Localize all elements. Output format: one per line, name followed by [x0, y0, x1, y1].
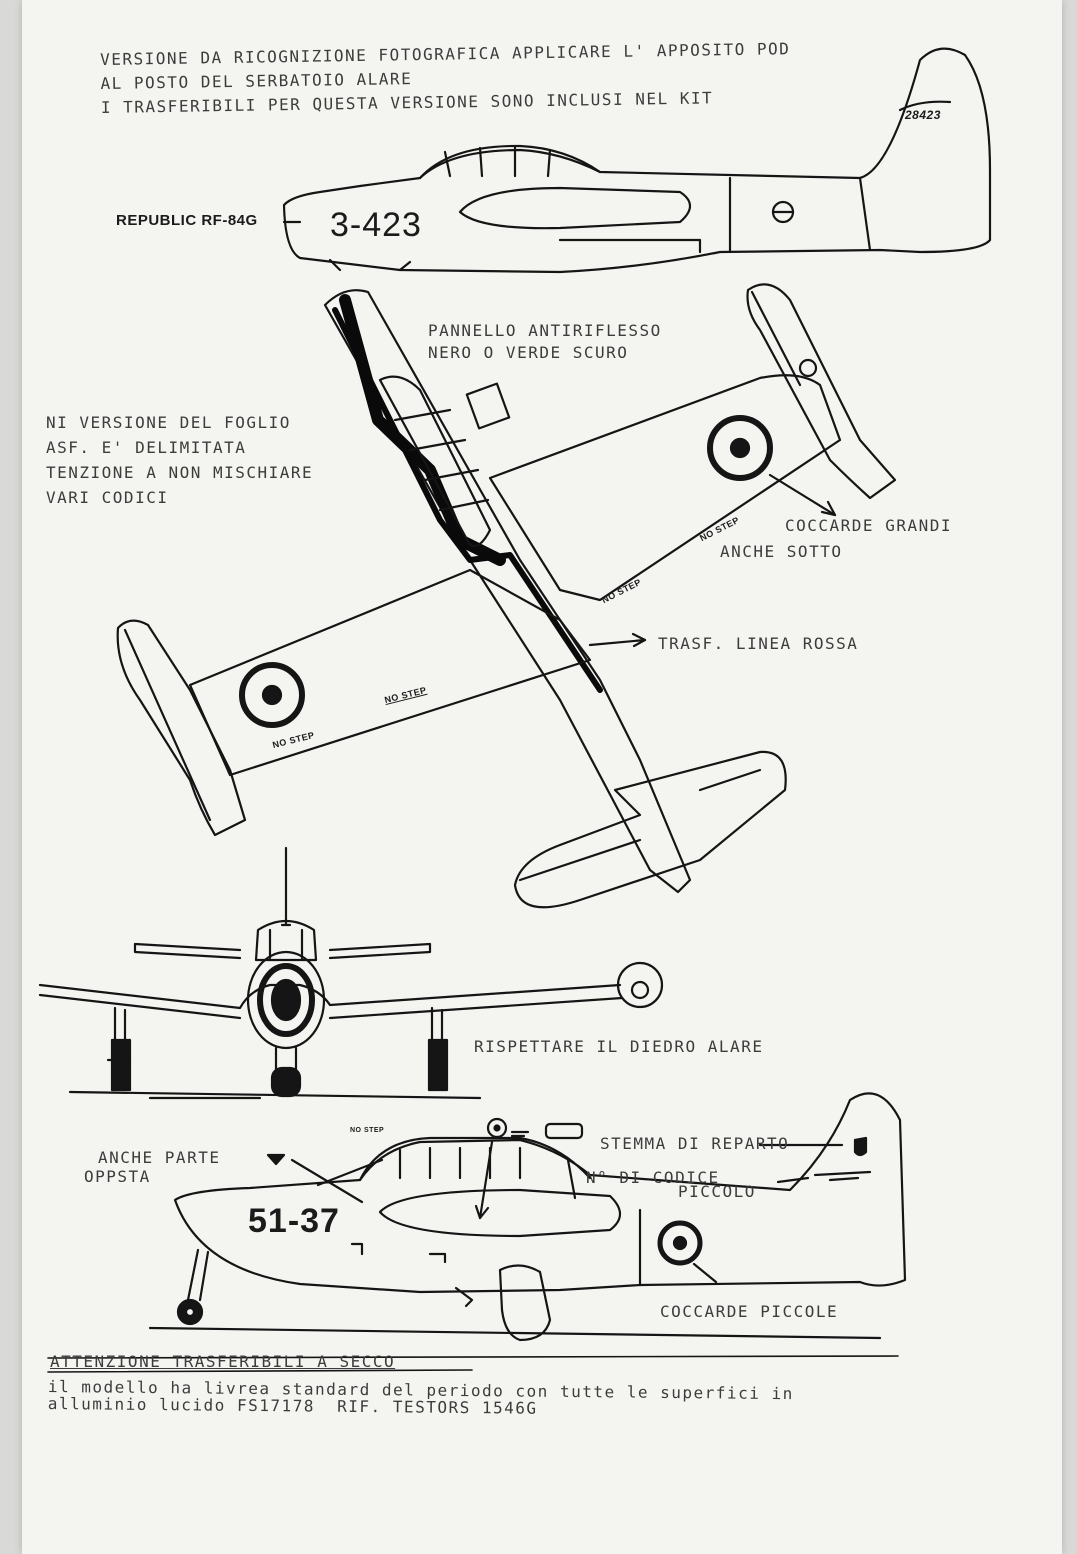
side-view-f84g [148, 1092, 907, 1342]
intro-line-2: AL POSTO DEL SERBATOIO ALARE [100, 69, 413, 93]
small-roundels-note: COCCARDE PICCOLE [660, 1302, 839, 1321]
livery-note: il modello ha livrea standard del period… [48, 1377, 794, 1419]
no-step-5: NO STEP [350, 1127, 385, 1134]
unit-crest-note: STEMMA DI REPARTO [600, 1134, 790, 1153]
antiglare-line-1: PANNELLO ANTIRIFLESSO [428, 321, 662, 340]
front-view [38, 846, 664, 1100]
code-number-note: N° DI CODICE [586, 1168, 720, 1187]
side-view-rf84g [282, 47, 992, 274]
antiglare-line-2: NERO O VERDE SCURO [428, 343, 629, 362]
dihedral-note: RISPETTARE IL DIEDRO ALARE [474, 1037, 764, 1056]
tail-serial: 28423 [905, 108, 941, 122]
dry-transfer-warning: ATTENZIONE TRASFERIBILI A SECCO [50, 1352, 396, 1371]
fuselage-code-top: 3-423 [330, 206, 422, 244]
instruction-sheet [22, 0, 1062, 1554]
other-side-note: ANCHE PARTE [98, 1148, 220, 1167]
intro-note: VERSIONE DA RICOGNIZIONE FOTOGRAFICA APP… [100, 37, 791, 120]
aircraft-label: REPUBLIC RF-84G [116, 212, 258, 229]
fuselage-code-bottom: 51-37 [248, 1202, 340, 1240]
version-note-line-1: NI VERSIONE DEL FOGLIO [46, 413, 291, 432]
version-note-line-2: ASF. E' DELIMITATA [46, 438, 247, 457]
top-view [116, 283, 897, 909]
footer-rule-short [47, 1369, 473, 1373]
red-line-note: TRASF. LINEA ROSSA [658, 634, 859, 653]
other-side-line-1: ANCHE PARTE [98, 1148, 221, 1167]
version-note-line-4: VARI CODICI [46, 488, 169, 507]
code-small-note: PICCOLO [678, 1182, 756, 1201]
version-note-line-3: TENZIONE A NON MISCHIARE [46, 463, 314, 482]
antiglare-panel-note: PANNELLO ANTIRIFLESSO NERO O VERDE SCURO [428, 320, 662, 364]
large-roundels-note: COCCARDE GRANDI [785, 516, 952, 535]
other-side-line-2: OPPSTA [84, 1167, 151, 1186]
footer-rule-long [47, 1355, 899, 1359]
sheet-version-note: NI VERSIONE DEL FOGLIO ASF. E' DELIMITAT… [46, 410, 313, 510]
also-underneath-note: ANCHE SOTTO [720, 542, 843, 561]
